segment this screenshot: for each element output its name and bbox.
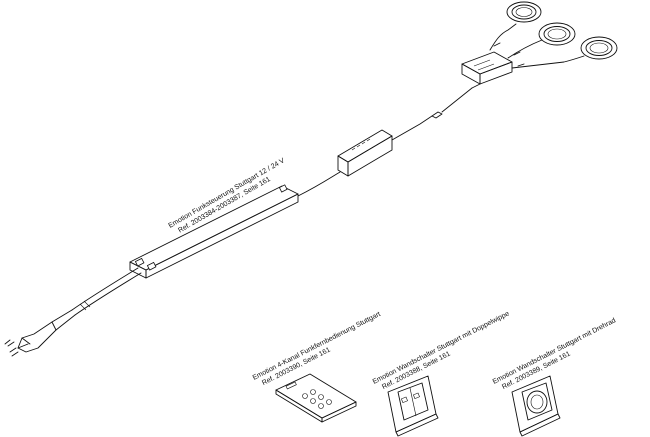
remote-label-line1: Emotion 4-Kanal Funkfernbedienung Stuttg… [252, 311, 382, 382]
led-spot-2 [507, 22, 576, 59]
led-spot-3 [511, 36, 618, 69]
mains-plug-icon [4, 267, 142, 357]
wall-switch-double-rocker-icon [387, 375, 439, 437]
driver-label: Emotion Funksteuerung Stuttgart 12 / 24 … [168, 157, 287, 235]
driver-label-line1: Emotion Funksteuerung Stuttgart 12 / 24 … [168, 157, 287, 230]
wallswitch-label-line1: Emotion Wandschalter Stuttgart mit Doppe… [372, 310, 511, 385]
wall-switch-dial-icon [511, 375, 561, 437]
radio-receiver-box [337, 87, 473, 177]
remote-label: Emotion 4-Kanal Funkfernbedienung Stuttg… [252, 311, 382, 387]
distributor-box [461, 51, 513, 89]
driver-label-line2: Ref. 2003384-2003387, Seite 161 [177, 176, 272, 235]
remote-control-icon [275, 373, 357, 423]
dimmer-label: Emotion Wandschalter Stuttgart mit Drehr… [492, 317, 617, 391]
power-supply-unit [129, 171, 341, 279]
led-spot-1 [489, 1, 542, 51]
dimmer-label-line1: Emotion Wandschalter Stuttgart mit Drehr… [492, 317, 617, 386]
